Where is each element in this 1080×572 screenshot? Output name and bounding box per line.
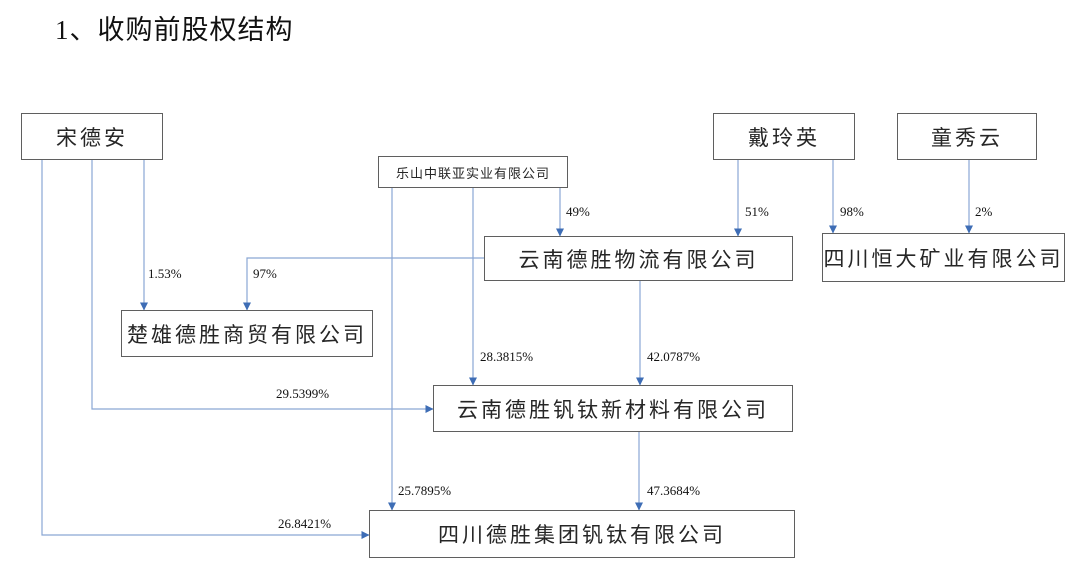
entity-label: 云南德胜物流有限公司 [518, 247, 759, 272]
ownership-percentage-label: 42.0787% [647, 349, 701, 364]
entity-label: 童秀云 [931, 125, 1003, 150]
entity-box-dai-ling-ying: 戴玲英 [713, 113, 855, 160]
ownership-percentage-label: 28.3815% [480, 349, 534, 364]
entity-label: 戴玲英 [748, 125, 820, 150]
ownership-percentage-label: 51% [745, 204, 769, 219]
ownership-edge-yunnan-wuliu-to-chuxiong-shangmao [243, 257, 484, 311]
section-title: 1、收购前股权结构 [55, 15, 294, 45]
entity-box-sichuan-desheng: 四川德胜集团钒钛有限公司 [369, 510, 795, 558]
entity-label: 云南德胜钒钛新材料有限公司 [457, 397, 769, 422]
entity-box-yunnan-wuliu: 云南德胜物流有限公司 [484, 236, 793, 281]
ownership-percentage-label: 98% [840, 204, 864, 219]
entity-box-chuxiong-shangmao: 楚雄德胜商贸有限公司 [121, 310, 373, 357]
entity-box-yunnan-fantai: 云南德胜钒钛新材料有限公司 [433, 385, 793, 432]
ownership-percentage-label: 47.3684% [647, 483, 701, 498]
entity-label: 宋德安 [56, 125, 128, 150]
ownership-percentage-label: 2% [975, 204, 993, 219]
entity-box-song-de-an: 宋德安 [21, 113, 163, 160]
ownership-percentage-label: 29.5399% [276, 386, 330, 401]
ownership-percentage-label: 97% [253, 266, 277, 281]
ownership-percentage-label: 1.53% [148, 266, 182, 281]
entity-box-leshan-zhonglianya: 乐山中联亚实业有限公司 [378, 156, 568, 188]
ownership-edge-song-de-an-to-yunnan-fantai [91, 160, 434, 413]
entity-label: 四川恒大矿业有限公司 [823, 246, 1064, 271]
ownership-edge-song-de-an-to-sichuan-desheng [41, 160, 370, 539]
entity-label: 乐山中联亚实业有限公司 [395, 165, 550, 181]
ownership-percentage-label: 26.8421% [278, 516, 332, 531]
entity-box-sichuan-hengda: 四川恒大矿业有限公司 [822, 233, 1065, 282]
entity-label: 楚雄德胜商贸有限公司 [127, 322, 367, 347]
entity-box-tong-xiu-yun: 童秀云 [897, 113, 1037, 160]
ownership-percentage-label: 25.7895% [398, 483, 452, 498]
entity-label: 四川德胜集团钒钛有限公司 [438, 523, 726, 547]
ownership-percentage-label: 49% [566, 204, 590, 219]
